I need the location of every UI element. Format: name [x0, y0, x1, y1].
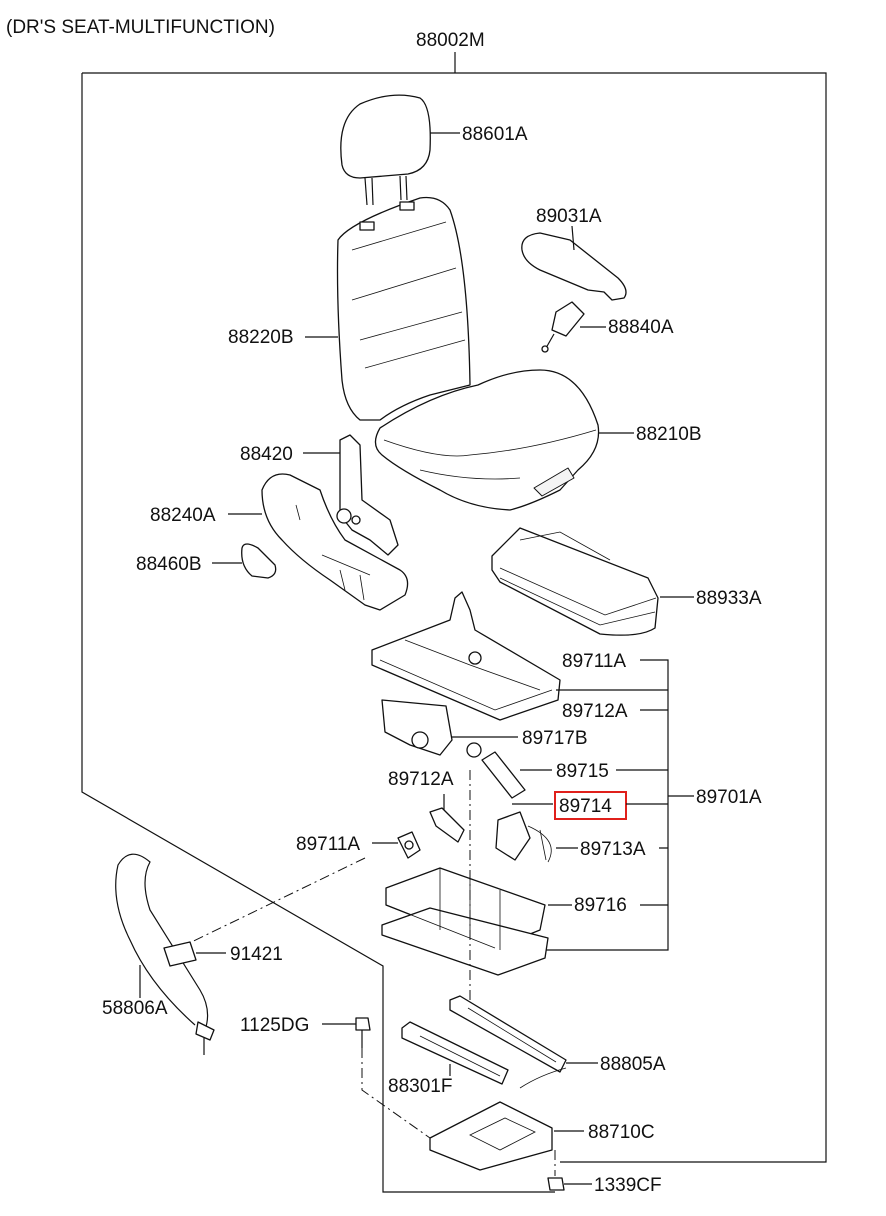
selected-part-highlight	[554, 791, 627, 820]
label-89712a-upper: 89712A	[562, 701, 628, 722]
label-88240a: 88240A	[150, 505, 216, 526]
bolt-shape	[355, 1017, 371, 1048]
label-88460b: 88460B	[136, 554, 202, 575]
buckle-shape	[541, 301, 585, 353]
mount-plate-shape	[429, 1101, 553, 1171]
label-89031a: 89031A	[536, 206, 602, 227]
label-89711a-upper: 89711A	[562, 651, 626, 672]
leader-armrest	[571, 225, 575, 251]
knob-shape	[241, 543, 277, 579]
headrest-shape	[340, 94, 431, 206]
armrest-shape	[521, 232, 627, 301]
label-88840a: 88840A	[608, 317, 674, 338]
centerline	[174, 770, 471, 1000]
label-89715: 89715	[556, 761, 609, 782]
link-lower-shape	[429, 794, 465, 843]
base-frame-shape	[381, 867, 549, 976]
assembly-outline	[81, 52, 827, 1193]
label-88420: 88420	[240, 444, 293, 465]
label-89701a: 89701A	[696, 787, 762, 808]
label-89714[interactable]: 89714	[559, 796, 612, 817]
label-89712a-lower: 89712A	[388, 769, 454, 790]
lever-shape	[495, 811, 552, 863]
motor-shape	[381, 699, 453, 756]
damper-shape	[466, 742, 526, 799]
label-88601a: 88601A	[462, 124, 528, 145]
label-1339cf: 1339CF	[594, 1175, 662, 1196]
label-88933a: 88933A	[696, 588, 762, 609]
frame-asm-bracket	[514, 659, 694, 951]
label-88710c: 88710C	[588, 1122, 655, 1143]
label-89711a-lower: 89711A	[296, 834, 360, 855]
cable-shape	[115, 853, 215, 1055]
assembly-label: 88002M	[416, 30, 485, 51]
cushion-shape	[374, 369, 600, 511]
nut-shape	[547, 1177, 565, 1191]
diagram-title: (DR'S SEAT-MULTIFUNCTION)	[6, 17, 275, 38]
bracket-shape	[397, 831, 421, 859]
seat-pan-shape	[491, 527, 659, 636]
label-1125dg: 1125DG	[240, 1015, 309, 1036]
label-89717b: 89717B	[522, 728, 588, 749]
label-89716: 89716	[574, 895, 627, 916]
rail-right-shape	[449, 995, 567, 1089]
label-58806a: 58806A	[102, 998, 168, 1019]
recliner-shape	[336, 434, 399, 556]
upper-frame-shape	[371, 591, 561, 721]
label-88210b: 88210B	[636, 424, 702, 445]
seatback-shape	[336, 196, 471, 421]
label-88220b: 88220B	[228, 327, 294, 348]
rail-left-shape	[401, 1021, 509, 1085]
side-shield-shape	[261, 473, 409, 611]
label-89713a: 89713A	[580, 839, 646, 860]
label-91421: 91421	[230, 944, 283, 965]
label-88805a: 88805A	[600, 1054, 666, 1075]
bolt-centerline	[361, 1048, 431, 1139]
label-88301f: 88301F	[388, 1076, 452, 1097]
